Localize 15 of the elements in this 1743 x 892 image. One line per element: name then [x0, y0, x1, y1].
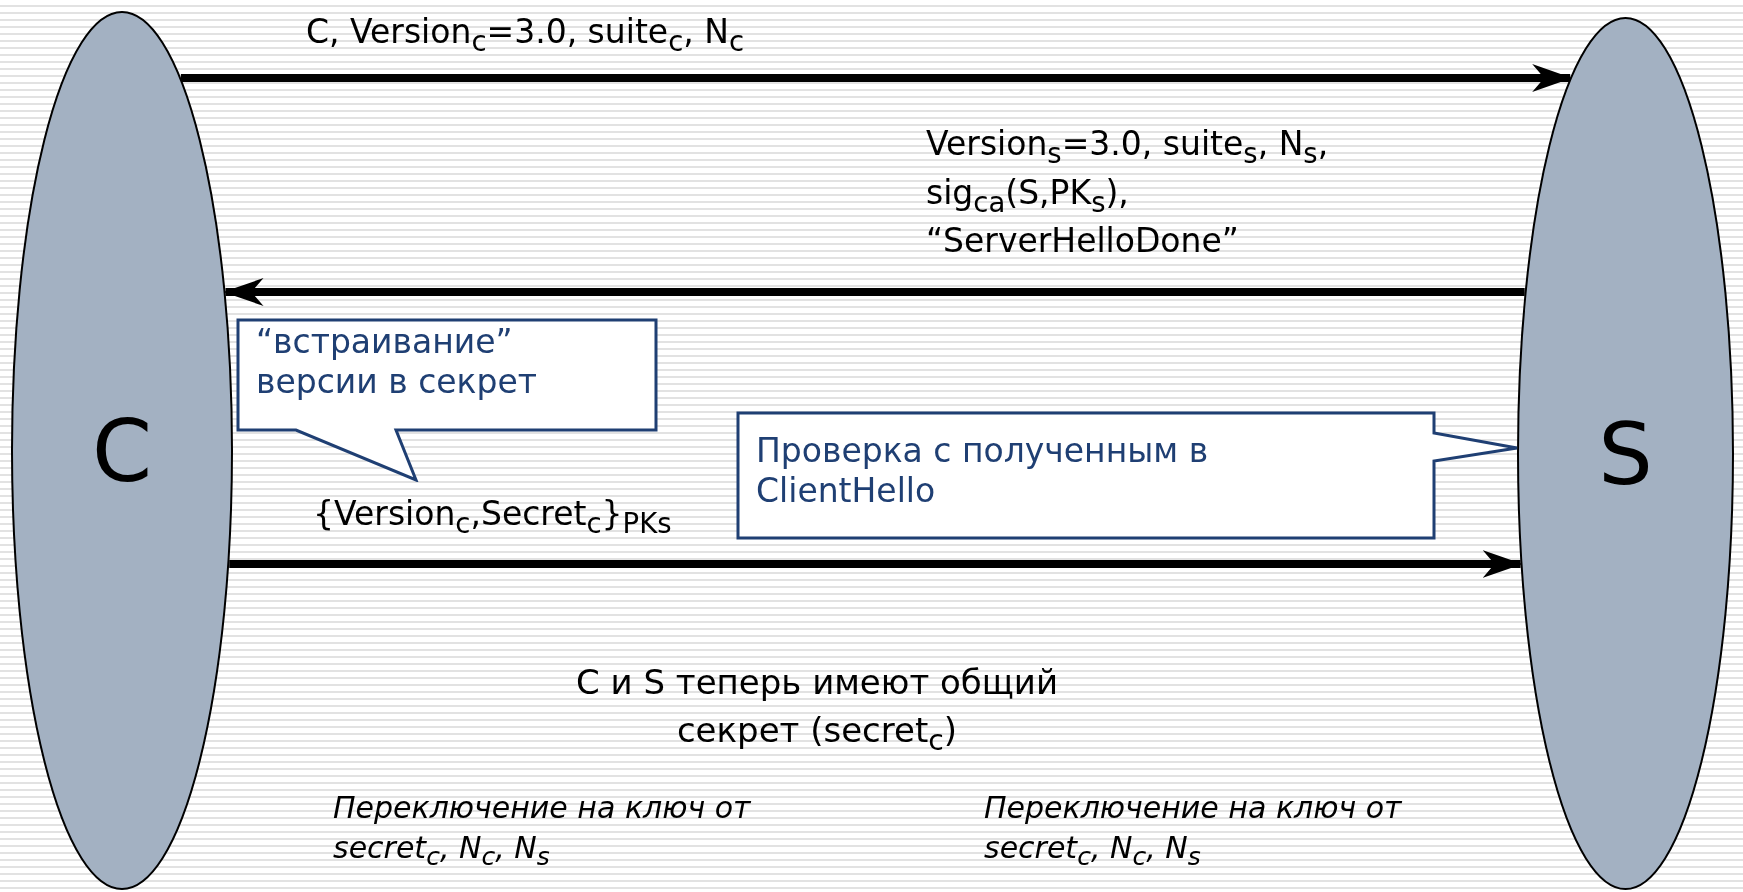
message-label: Version$_{s}$=3.0, suite$_{s}$, N$_{s}$, sig$_{ca}$(S,PK$_{s}$), “ServerHelloDone” [926, 124, 1330, 262]
speech-bubble [236, 318, 659, 482]
participant-ellipse [1517, 17, 1734, 890]
note-text: Переключение на ключ от secret$_{c}$, N$_{c}$, N$_{s}$ [333, 789, 752, 873]
participant-ellipse [11, 11, 233, 890]
callout-text: Проверка с полученным в ClientHello [756, 431, 1210, 511]
message-label: C, Version$_{c}$=3.0, suite$_{c}$, N$_{c}$ [306, 12, 746, 59]
summary-text: C и S теперь имеют общий секрет (secret$_{c}$) [575, 661, 1059, 759]
speech-bubble [736, 411, 1519, 541]
participant-label: C [90, 400, 154, 501]
participant-label: S [1597, 403, 1654, 504]
message-label: {Version$_{c}$,Secret$_{c}$}$_{PKs}$ [313, 494, 673, 541]
message-arrow [180, 64, 1573, 92]
callout-text: “встраивание” версии в секрет [256, 322, 538, 402]
note-text: Переключение на ключ от secret$_{c}$, N$_{c}$, N$_{s}$ [984, 789, 1403, 873]
